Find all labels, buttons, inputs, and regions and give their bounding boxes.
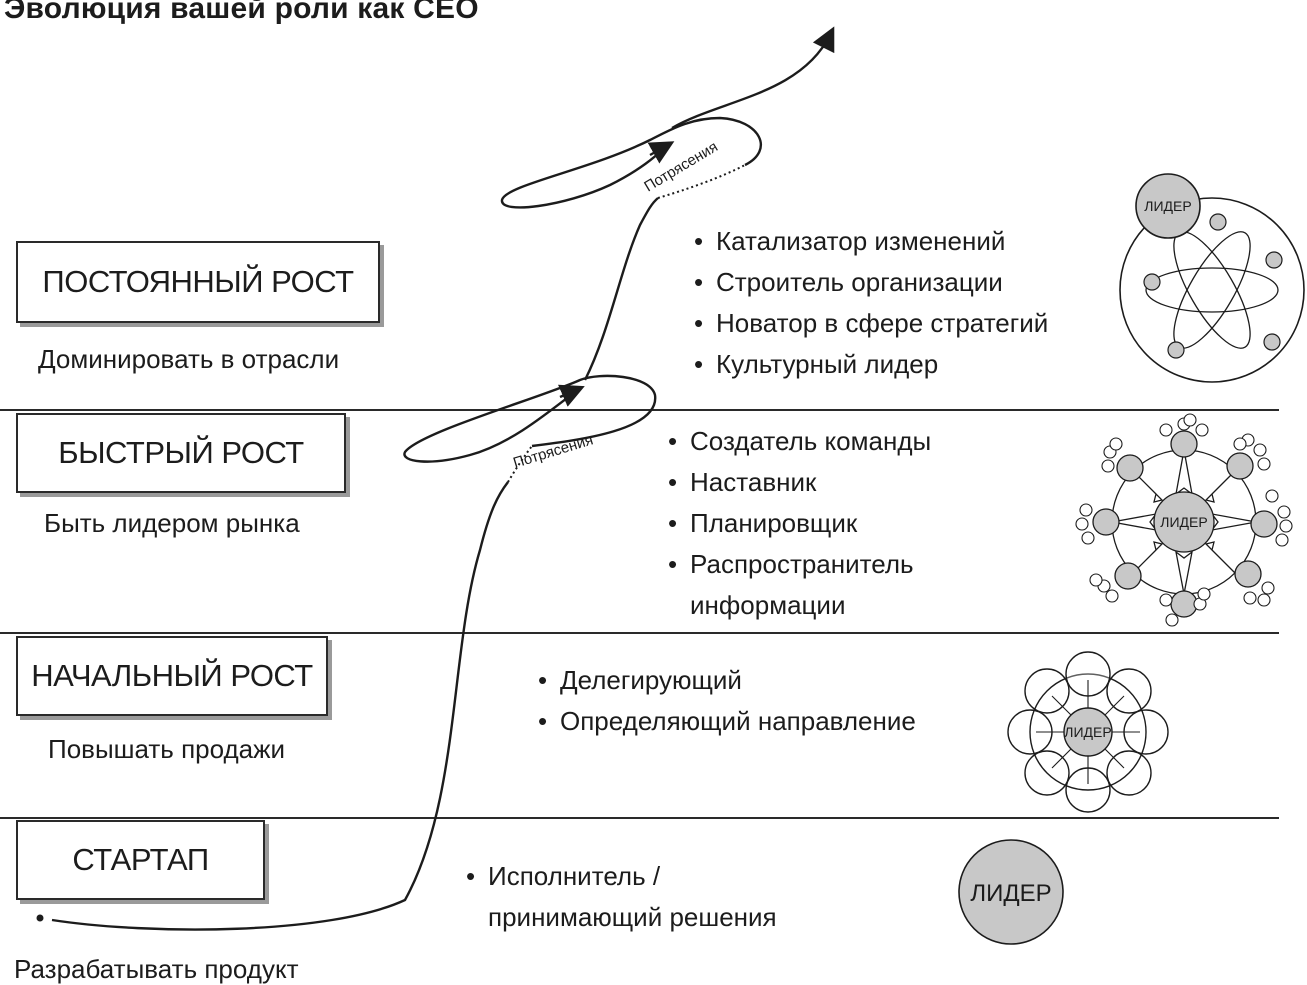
stage-name: НАЧАЛЬНЫЙ РОСТ [31, 658, 313, 693]
role-list-rapid-growth: Создатель команды Наставник Планировщик … [664, 421, 931, 626]
growth-path-shock-dotted [507, 445, 533, 483]
stage-goal: Разрабатывать продукт [14, 954, 299, 984]
leader-label: ЛИДЕР [1160, 514, 1207, 530]
growth-path-middle [583, 197, 659, 381]
leader-label: ЛИДЕР [1064, 724, 1111, 740]
stage-goal: Повышать продажи [48, 734, 286, 764]
leader-label: ЛИДЕР [1144, 198, 1191, 214]
role-item: Распространитель [664, 544, 931, 585]
role-list-startup: Исполнитель / принимающий решения [462, 856, 777, 938]
growth-path-shock-dotted-2 [657, 164, 746, 199]
shock-label-upper: Потрясения [641, 138, 721, 195]
role-item-continuation: информации [690, 590, 846, 620]
growth-path-top [671, 26, 835, 130]
stage-box-sustained-growth: ПОСТОЯННЫЙ РОСТ [16, 241, 380, 323]
stage-name: ПОСТОЯННЫЙ РОСТ [42, 264, 354, 299]
page-title: Эволюция вашей роли как CEO [4, 0, 479, 25]
role-item: Новатор в сфере стратегий [690, 303, 1048, 344]
shock-loop-lower [403, 374, 657, 463]
lower-loop-arrow [557, 384, 585, 407]
shock-loop-upper [500, 116, 763, 209]
role-item: Культурный лидер [690, 344, 1048, 385]
role-list-initial-growth: Делегирующий Определяющий направление [534, 660, 916, 742]
leader-diagram-startup: ЛИДЕР [958, 839, 1064, 945]
leader-diagram-sustained: ЛИДЕР [1119, 173, 1305, 383]
stage-divider-3 [0, 817, 1279, 819]
stage-name: БЫСТРЫЙ РОСТ [58, 435, 304, 470]
role-item: Планировщик [664, 503, 931, 544]
stage-goal: Доминировать в отрасли [38, 344, 340, 374]
upper-loop-arrow [647, 141, 675, 164]
stage-divider-1 [0, 409, 1279, 411]
role-item: Строитель организации [690, 262, 1048, 303]
role-item: Делегирующий [534, 660, 916, 701]
stage-box-rapid-growth: БЫСТРЫЙ РОСТ [16, 413, 346, 493]
leader-diagram-initial: ЛИДЕР [1007, 651, 1169, 813]
role-item: Создатель команды [664, 421, 931, 462]
path-start-dot [36, 914, 44, 922]
stage-box-initial-growth: НАЧАЛЬНЫЙ РОСТ [16, 636, 328, 716]
stage-divider-2 [0, 632, 1279, 634]
shock-label-lower: Потрясения [511, 431, 595, 471]
stage-name: СТАРТАП [72, 842, 209, 877]
leader-diagram-rapid: ЛИДЕР [1075, 413, 1293, 627]
role-item: Наставник [664, 462, 931, 503]
stage-box-startup: СТАРТАП [16, 820, 265, 900]
role-item: Исполнитель / [462, 856, 777, 897]
stage-goal: Быть лидером рынка [44, 508, 300, 538]
role-list-sustained-growth: Катализатор изменений Строитель организа… [690, 221, 1048, 385]
role-item-continuation: принимающий решения [488, 902, 777, 932]
role-item: Определяющий направление [534, 701, 916, 742]
leader-label: ЛИДЕР [970, 880, 1051, 907]
role-item: Катализатор изменений [690, 221, 1048, 262]
